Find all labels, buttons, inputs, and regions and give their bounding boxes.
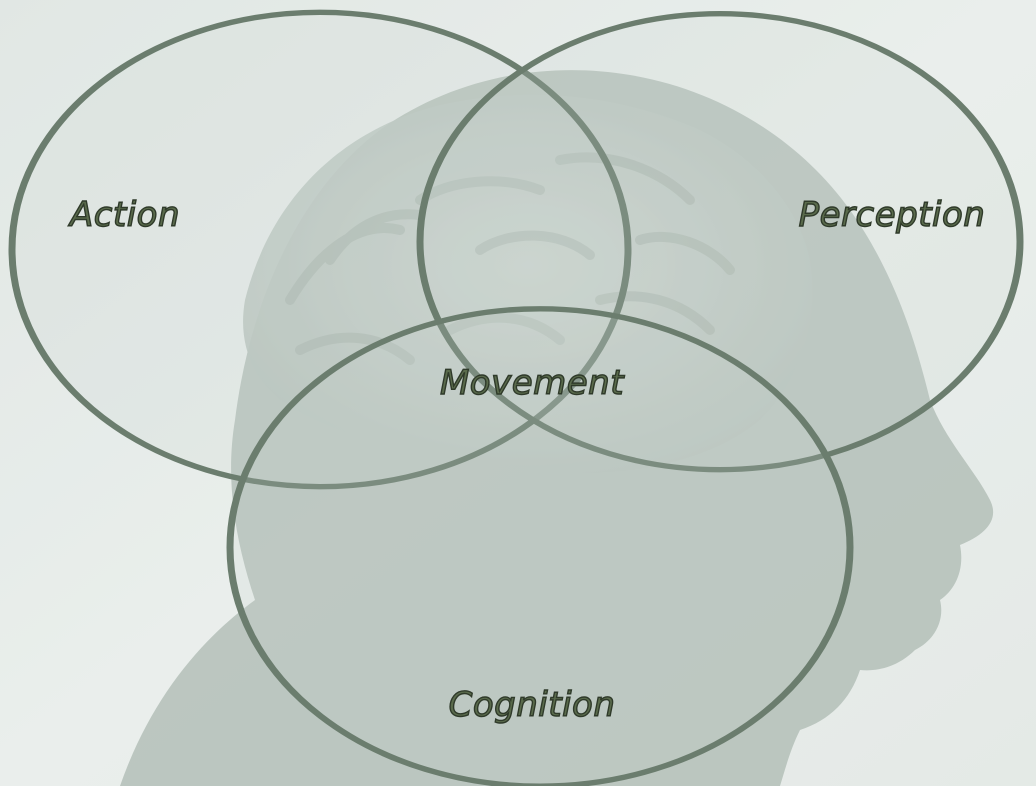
label-action: Action [68,195,180,235]
circle-perception [416,11,1024,473]
label-movement: Movement [440,363,625,403]
venn-circles [8,9,1024,786]
circle-cognition [226,306,854,786]
label-perception: Perception [799,195,986,235]
label-cognition: Cognition [449,685,616,725]
